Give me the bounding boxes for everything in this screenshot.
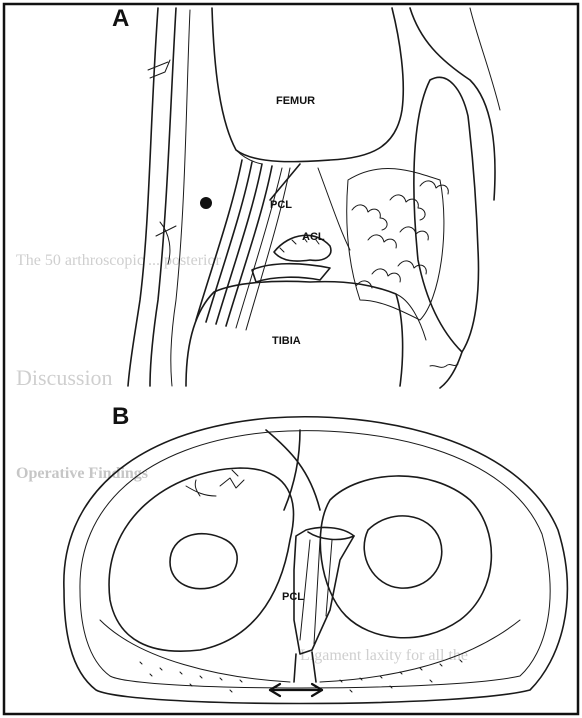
figure-border: [4, 4, 578, 714]
femur-label: FEMUR: [276, 95, 315, 107]
pcl-label-b: PCL: [282, 591, 304, 603]
ghost-line-1: The 50 arthroscopic ... posterior: [16, 252, 222, 269]
acl-label: ACL: [302, 231, 325, 243]
panel-a-letter: A: [112, 5, 129, 32]
ghost-line-2: Discussion: [16, 365, 113, 390]
panel-b-letter: B: [112, 403, 129, 430]
ghost-line-4: Ligament laxity for all the: [300, 647, 468, 664]
pcl-label-a: PCL: [270, 199, 292, 211]
tibia-label: TIBIA: [272, 335, 301, 347]
ghost-line-3: Operative Findings: [16, 465, 148, 482]
portal-dot: [200, 197, 212, 209]
